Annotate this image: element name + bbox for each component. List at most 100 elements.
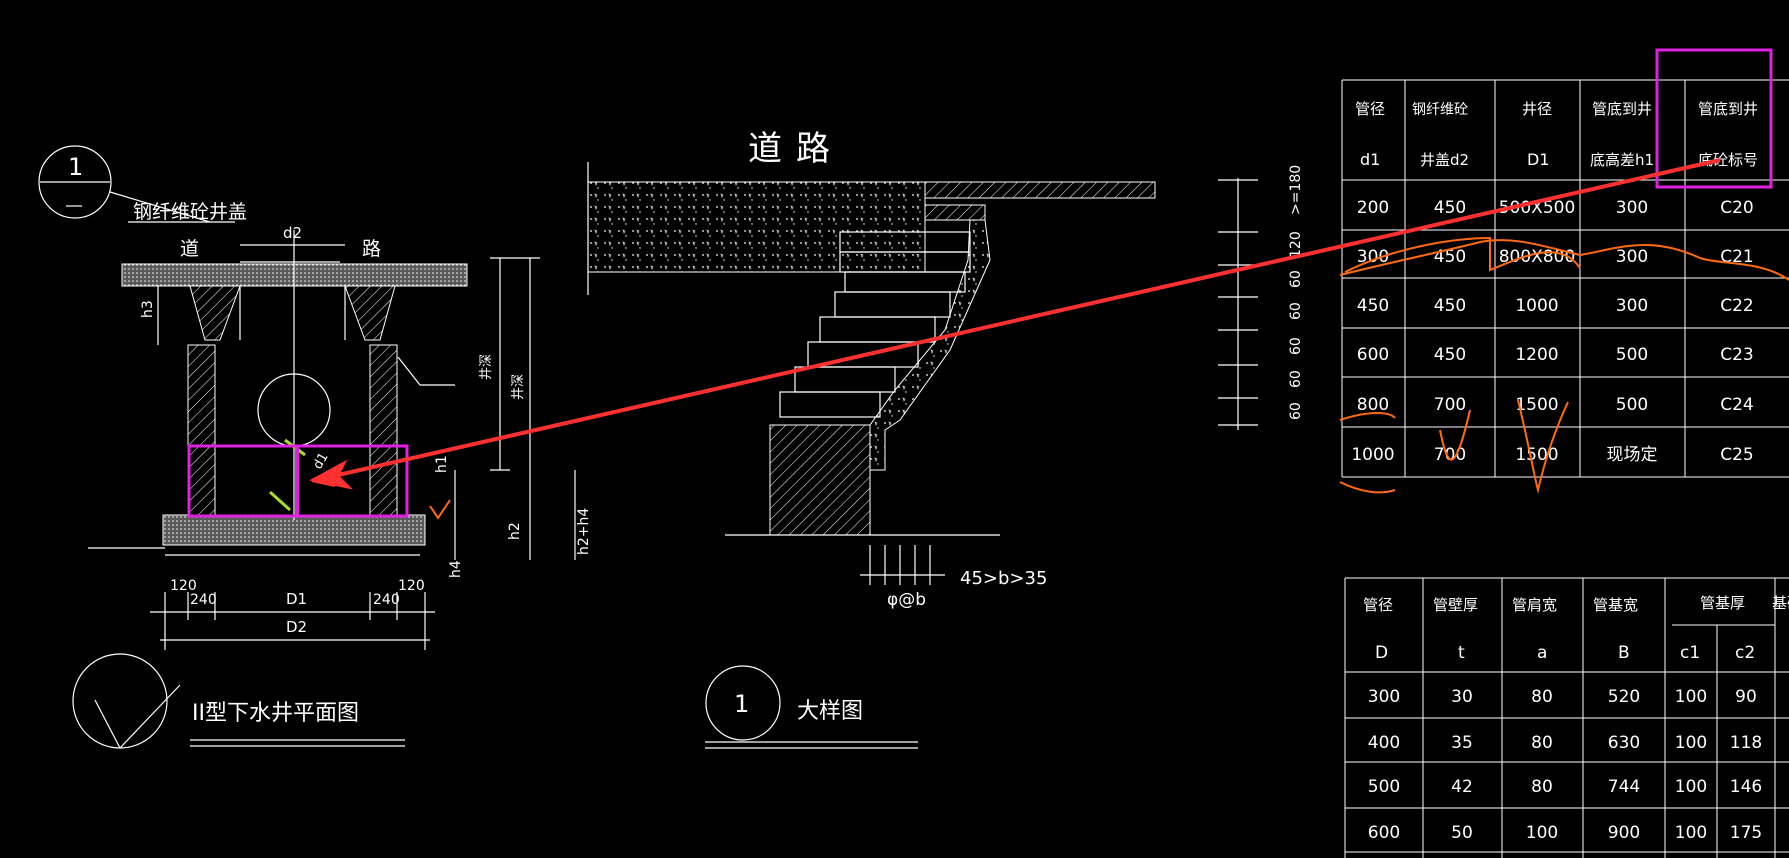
h2h4-label: h2+h4 [576,508,592,555]
dim-120-left: 120 [170,578,197,594]
t1-head-0a: 管径 [1355,100,1385,118]
t1-cell-0-0: 200 [1357,198,1389,218]
t2-cell-3-1: 50 [1451,823,1473,843]
dim-60-4: 60 [1288,302,1304,320]
t1-cell-3-1: 450 [1434,345,1466,365]
t1-cell-5-1: 700 [1434,445,1466,465]
d1-label: d1 [310,450,331,472]
t1-cell-4-0: 800 [1357,395,1389,415]
t2-head-0b: D [1375,643,1388,663]
t2-cell-1-0: 400 [1368,733,1400,753]
h1-label: h1 [434,455,450,473]
plan-title: II型下水井平面图 [192,701,359,726]
table-pipe-base: 管基厚 基础 管径 D 管壁厚 t 管肩宽 a 管基宽 B c1 c2 3003… [1344,577,1789,858]
t2-head-1b: t [1458,643,1465,663]
t2-head-2b: a [1537,643,1547,663]
dim-180: >=180 [1288,165,1304,215]
dim-60-2: 60 [1288,370,1304,388]
dim-D1: D1 [286,590,307,608]
t1-cell-4-2: 1500 [1515,395,1558,415]
t1-cell-2-2: 1000 [1515,296,1558,316]
t1-cell-0-1: 450 [1434,198,1466,218]
h4-label: h4 [448,560,464,578]
detail-circle [38,145,112,219]
t2-cell-1-2: 80 [1531,733,1553,753]
t2-cell-2-0: 500 [1368,777,1400,797]
t2-group-head: 管基厚 [1700,594,1745,612]
detail-view: 道路 φ@b 45>b>35 1 [587,129,1156,749]
t2-cell-0-3: 520 [1608,687,1640,707]
t2-cell-1-4: 100 [1675,733,1707,753]
t2-cell-3-4: 100 [1675,823,1707,843]
dim-D2: D2 [286,618,307,636]
detail-number-mid: 1 [734,690,749,718]
road-label-left: 道 [180,238,199,260]
t1-cell-2-4: C22 [1720,296,1754,316]
d2-label: d2 [283,224,302,242]
t2-cell-2-5: 146 [1730,777,1762,797]
t1-cell-5-4: C25 [1720,445,1754,465]
dim-60-3: 60 [1288,337,1304,355]
t1-head-2b: D1 [1527,150,1550,169]
dim-120: 120 [1288,231,1304,258]
table-well-spec: 管径 d1 钢纤维砼 井盖d2 井径 D1 管底到井 底高差h1 管底到井 底砼… [1341,79,1789,478]
t2-cell-1-5: 118 [1730,733,1762,753]
t2-cell-0-4: 100 [1675,687,1707,707]
t2-cell-0-0: 300 [1368,687,1400,707]
t2-cell-2-1: 42 [1451,777,1473,797]
dim-120-right: 120 [398,578,425,594]
dimension-stack: 60 60 60 60 60 120 >=180 [1218,165,1304,430]
t2-cell-2-4: 100 [1675,777,1707,797]
t1-cell-1-3: 300 [1616,247,1648,267]
t2-cell-3-3: 900 [1608,823,1640,843]
t2-cell-3-0: 600 [1368,823,1400,843]
road-pavement [587,181,926,273]
rebar-condition: 45>b>35 [960,568,1047,589]
t1-cell-3-3: 500 [1616,345,1648,365]
rebar-label: φ@b [887,590,926,610]
t1-cell-2-1: 450 [1434,296,1466,316]
t2-cell-0-5: 90 [1735,687,1757,707]
dim-240-left: 240 [190,592,217,608]
h2-label: h2 [507,522,523,540]
rebar-marks [860,545,945,585]
t2-head-3a: 管基宽 [1593,596,1638,614]
t1-head-4a: 管底到井 [1698,100,1758,118]
cover-label: 钢纤维砼井盖 [133,201,247,223]
dim-60-1: 60 [1288,402,1304,420]
detail-title: 大样图 [797,699,863,724]
t2-head-3b: B [1618,643,1630,663]
t2-head-0a: 管径 [1363,596,1393,614]
t1-head-3a: 管底到井 [1592,100,1652,118]
t1-cell-5-3: 现场定 [1607,445,1658,465]
detail-title-circle [705,665,781,741]
t2-head-1a: 管壁厚 [1433,596,1478,614]
well-wall-right [369,344,398,516]
t1-cell-3-2: 1200 [1515,345,1558,365]
t1-head-1b: 井盖d2 [1420,151,1469,169]
annotation-arrow [324,158,1721,480]
check-mark [94,684,181,750]
t2-extra-head: 基础 [1772,594,1789,612]
t1-cell-1-0: 300 [1357,247,1389,267]
depth-label-a: 井深 [479,354,494,380]
t2-cell-0-2: 80 [1531,687,1553,707]
t2-head-2a: 管肩宽 [1512,596,1557,614]
t1-cell-4-1: 700 [1434,395,1466,415]
t1-cell-3-4: C23 [1720,345,1754,365]
leader-line [109,191,211,223]
t1-cell-4-4: C24 [1720,395,1754,415]
dim-240-right: 240 [373,592,400,608]
t1-cell-3-0: 600 [1357,345,1389,365]
t1-cell-2-3: 300 [1616,296,1648,316]
road-title: 道路 [748,129,844,169]
t1-head-0b: d1 [1360,150,1380,169]
t1-cell-4-3: 500 [1616,395,1648,415]
plan-title-circle [72,653,168,749]
h3-label: h3 [140,300,156,318]
t2-cell-1-1: 35 [1451,733,1473,753]
t2-cell-2-3: 744 [1608,777,1640,797]
t2-head-c1: c1 [1680,643,1700,663]
